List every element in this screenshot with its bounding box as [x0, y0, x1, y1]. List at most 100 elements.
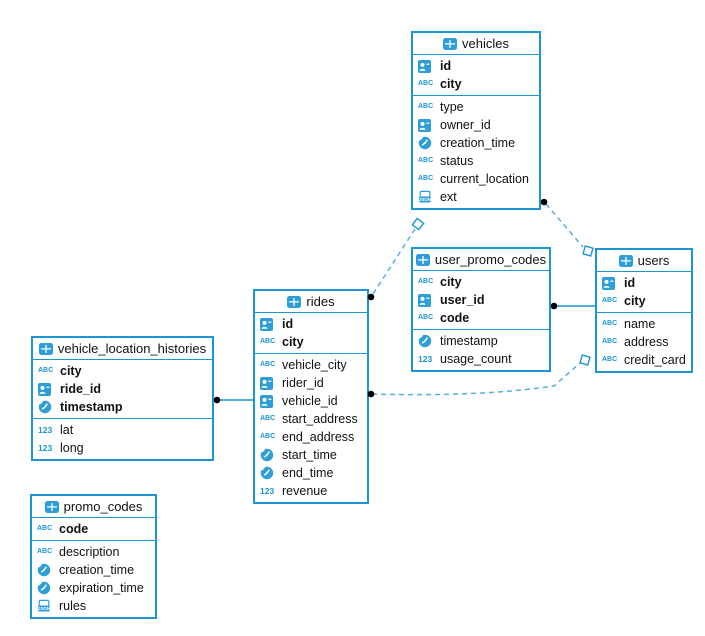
field-row-id[interactable]: id: [255, 315, 367, 333]
string-type-icon: ABC: [418, 278, 434, 285]
table-icon: [443, 38, 457, 50]
id-icon: [260, 376, 277, 390]
table-header-promo-codes[interactable]: promo_codes: [32, 496, 155, 518]
id-icon: [602, 276, 619, 290]
relationship-dot-marker: [540, 198, 548, 206]
id-icon: [418, 59, 435, 73]
string-type-icon: ABC: [37, 548, 53, 555]
field-row-ride-id[interactable]: ride_id: [33, 380, 212, 398]
json-icon: [418, 190, 435, 204]
field-row-creation-time[interactable]: creation_time: [413, 134, 539, 152]
relationship-user-promo-codes-users[interactable]: [550, 302, 595, 310]
json-icon: [37, 599, 54, 613]
table-icon: [287, 296, 301, 308]
table-title: users: [637, 253, 670, 268]
id-icon: [38, 382, 55, 396]
field-row-expiration-time[interactable]: expiration_time: [32, 579, 155, 597]
string-type-icon: ABC: [418, 157, 434, 164]
table-title: vehicle_location_histories: [57, 341, 207, 356]
table-title: rides: [306, 294, 335, 309]
table-icon: [619, 255, 633, 267]
field-row-start-time[interactable]: start_time: [255, 446, 367, 464]
time-icon: [37, 581, 54, 595]
table-title: vehicles: [462, 36, 509, 51]
number-type-icon: 123: [38, 443, 53, 453]
field-row-ext[interactable]: ext: [413, 188, 539, 206]
field-row-creation-time[interactable]: creation_time: [32, 561, 155, 579]
string-type-icon: ABC: [602, 338, 618, 345]
field-row-rules[interactable]: rules: [32, 597, 155, 615]
table-header-vehicles[interactable]: vehicles: [413, 33, 539, 55]
time-icon: [37, 563, 54, 577]
field-row-rider-id[interactable]: rider_id: [255, 374, 367, 392]
field-row-timestamp[interactable]: timestamp: [33, 398, 212, 416]
string-type-icon: ABC: [602, 297, 618, 304]
number-type-icon: 123: [38, 425, 53, 435]
string-type-icon: ABC: [260, 361, 276, 368]
field-row-id[interactable]: id: [413, 57, 539, 75]
field-row-id[interactable]: id: [597, 274, 691, 292]
string-type-icon: ABC: [37, 525, 53, 532]
string-type-icon: ABC: [602, 356, 618, 363]
string-type-icon: ABC: [418, 175, 434, 182]
string-type-icon: ABC: [418, 314, 434, 321]
field-row-owner-id[interactable]: owner_id: [413, 116, 539, 134]
string-type-icon: ABC: [418, 80, 434, 87]
number-type-icon: 123: [260, 486, 275, 496]
field-row-user-id[interactable]: user_id: [413, 291, 549, 309]
relationship-square-marker: [579, 354, 591, 366]
relationship-vehicle-location-histories-rides[interactable]: [213, 396, 253, 404]
relationship-square-marker: [582, 245, 594, 257]
field-row-vehicle-id[interactable]: vehicle_id: [255, 392, 367, 410]
table-header-vehicle-location-histories[interactable]: vehicle_location_histories: [33, 338, 212, 360]
table-header-rides[interactable]: rides: [255, 291, 367, 313]
time-icon: [418, 334, 435, 348]
table-icon: [39, 343, 53, 355]
table-header-users[interactable]: users: [597, 250, 691, 272]
field-row-timestamp[interactable]: timestamp: [413, 332, 549, 350]
table-header-user-promo-codes[interactable]: user_promo_codes: [413, 249, 549, 271]
field-row-end-time[interactable]: end_time: [255, 464, 367, 482]
time-icon: [38, 400, 55, 414]
relationship-dot-marker: [213, 396, 221, 404]
string-type-icon: ABC: [260, 338, 276, 345]
string-type-icon: ABC: [602, 320, 618, 327]
